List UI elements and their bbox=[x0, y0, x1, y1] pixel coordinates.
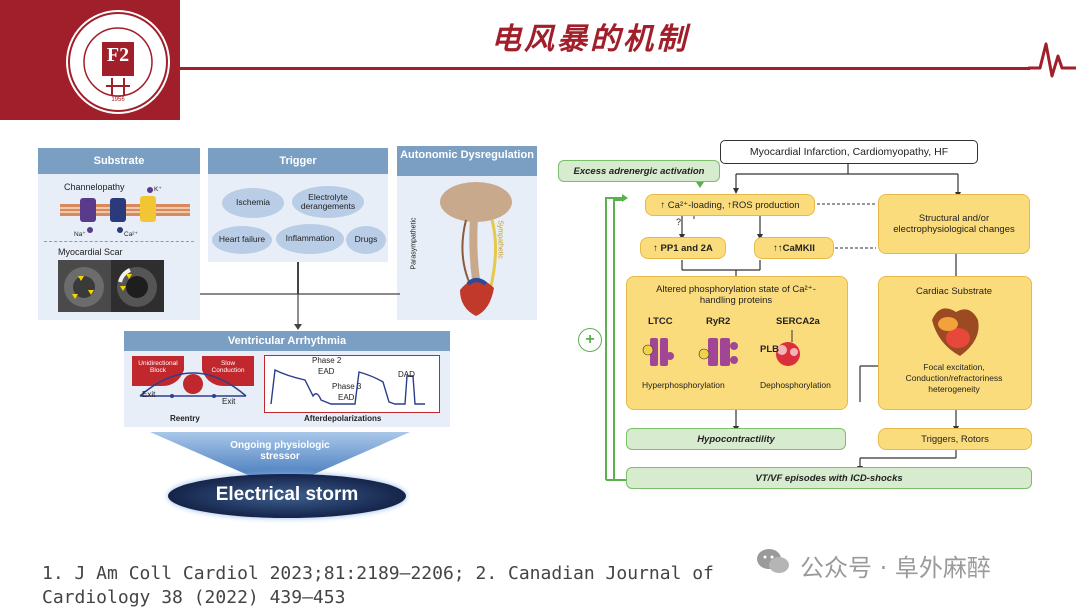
ion-na-label: Na⁺ bbox=[74, 231, 86, 238]
ryr2-label: RyR2 bbox=[706, 316, 731, 327]
afterdep-box bbox=[264, 355, 440, 413]
plb-label: PLB bbox=[760, 344, 779, 355]
autonomic-header: Autonomic Dysregulation bbox=[397, 146, 537, 176]
structural-box: Structural and/or electrophysiological c… bbox=[878, 194, 1030, 254]
mri-scar-image bbox=[58, 260, 164, 312]
wechat-icon bbox=[756, 548, 790, 576]
dephos-label: Dephosphorylation bbox=[760, 380, 831, 390]
top-box: Myocardial Infarction, Cardiomyopathy, H… bbox=[720, 140, 978, 164]
question-mark: ? bbox=[676, 217, 682, 227]
trigger-header: Trigger bbox=[208, 148, 388, 174]
sympathetic-label: Sympathetic bbox=[496, 220, 504, 259]
header-rule bbox=[172, 67, 1030, 70]
hypocontractility-box: Hypocontractility bbox=[626, 428, 846, 450]
phase3-label: Phase 3 bbox=[332, 382, 362, 391]
heart-substrate-icon bbox=[926, 300, 986, 360]
ion-k-label: K⁺ bbox=[154, 186, 162, 193]
altered-label: Altered phosphorylation state of Ca²⁺-ha… bbox=[656, 284, 816, 306]
reference-line-2: Cardiology 38 (2022) 439–453 bbox=[42, 587, 346, 608]
focal-label: Focal excitation, Conduction/refractorin… bbox=[905, 362, 1003, 394]
electrical-storm-label: Electrical storm bbox=[215, 484, 359, 505]
channelopathy-label: Channelopathy bbox=[64, 182, 125, 192]
trigger-heart-failure: Heart failure bbox=[212, 226, 272, 254]
ventricular-header: Ventricular Arrhythmia bbox=[124, 331, 450, 351]
parasympathetic-label: Parasympathetic bbox=[410, 217, 418, 270]
slow-label: Slow Conduction bbox=[211, 360, 245, 374]
trigger-drugs: Drugs bbox=[346, 226, 386, 254]
hospital-logo: F2 1956 bbox=[64, 8, 172, 116]
trigger-down-line bbox=[297, 262, 299, 294]
membrane-channels-icon bbox=[60, 186, 190, 240]
stressor-funnel bbox=[150, 430, 410, 478]
exit1-label: Exit bbox=[142, 390, 156, 399]
plus-icon: + bbox=[578, 328, 602, 352]
substrate-header: Substrate bbox=[38, 148, 200, 174]
divider bbox=[44, 241, 194, 242]
camkii-box: ↑↑CaMKII bbox=[754, 237, 834, 259]
exit2-label: Exit bbox=[222, 397, 236, 406]
reentry-diagram bbox=[132, 356, 254, 414]
trigger-inflammation: Inflammation bbox=[276, 224, 344, 254]
ead2-label: EAD bbox=[338, 393, 355, 402]
page-title: 电风暴的机制 bbox=[491, 22, 689, 57]
serca-label: SERCA2a bbox=[776, 316, 820, 327]
trigger-ischemia: Ischemia bbox=[222, 188, 284, 218]
cardiac-label: Cardiac Substrate bbox=[915, 286, 993, 297]
phase2-label: Phase 2 bbox=[312, 356, 342, 365]
reference-text: 1. J Am Coll Cardiol 2023;81:2189–2206; … bbox=[42, 562, 762, 610]
trigger-electrolyte: Electrolyte derangements bbox=[292, 186, 364, 218]
logo-f2: F2 bbox=[106, 44, 130, 66]
ltcc-label: LTCC bbox=[648, 316, 673, 327]
electrical-storm-ellipse bbox=[168, 474, 406, 518]
logo-year: 1956 bbox=[111, 97, 125, 103]
afterdep-label: Afterdepolarizations bbox=[304, 414, 382, 423]
stressor-label: Ongoing physiologic stressor bbox=[230, 440, 330, 462]
excess-adrenergic-box: Excess adrenergic activation bbox=[558, 160, 720, 182]
dad-label: DAD bbox=[398, 370, 415, 379]
protein-icons bbox=[638, 330, 838, 376]
vtvf-box: VT/VF episodes with ICD-shocks bbox=[626, 467, 1032, 489]
ead1-label: EAD bbox=[318, 367, 335, 376]
scar-label: Myocardial Scar bbox=[58, 247, 123, 257]
pp1-box: ↑ PP1 and 2A bbox=[640, 237, 726, 259]
reference-line-1: 1. J Am Coll Cardiol 2023;81:2189–2206; … bbox=[42, 563, 714, 584]
ca-loading-box: ↑ Ca²⁺-loading, ↑ROS production bbox=[645, 194, 815, 216]
reentry-label: Reentry bbox=[170, 414, 200, 423]
watermark: 公众号 · 阜外麻醉 bbox=[800, 554, 991, 582]
connector-lines bbox=[200, 260, 400, 330]
ion-ca-label: Ca²⁺ bbox=[124, 231, 138, 238]
autonomic-nerve-illustration bbox=[420, 180, 532, 318]
unidirectional-label: Unidirectional Block bbox=[138, 360, 178, 374]
triggers-rotors-box: Triggers, Rotors bbox=[878, 428, 1032, 450]
hyper-label: Hyperphosphorylation bbox=[642, 380, 725, 390]
ecg-logo-icon bbox=[1028, 36, 1076, 80]
